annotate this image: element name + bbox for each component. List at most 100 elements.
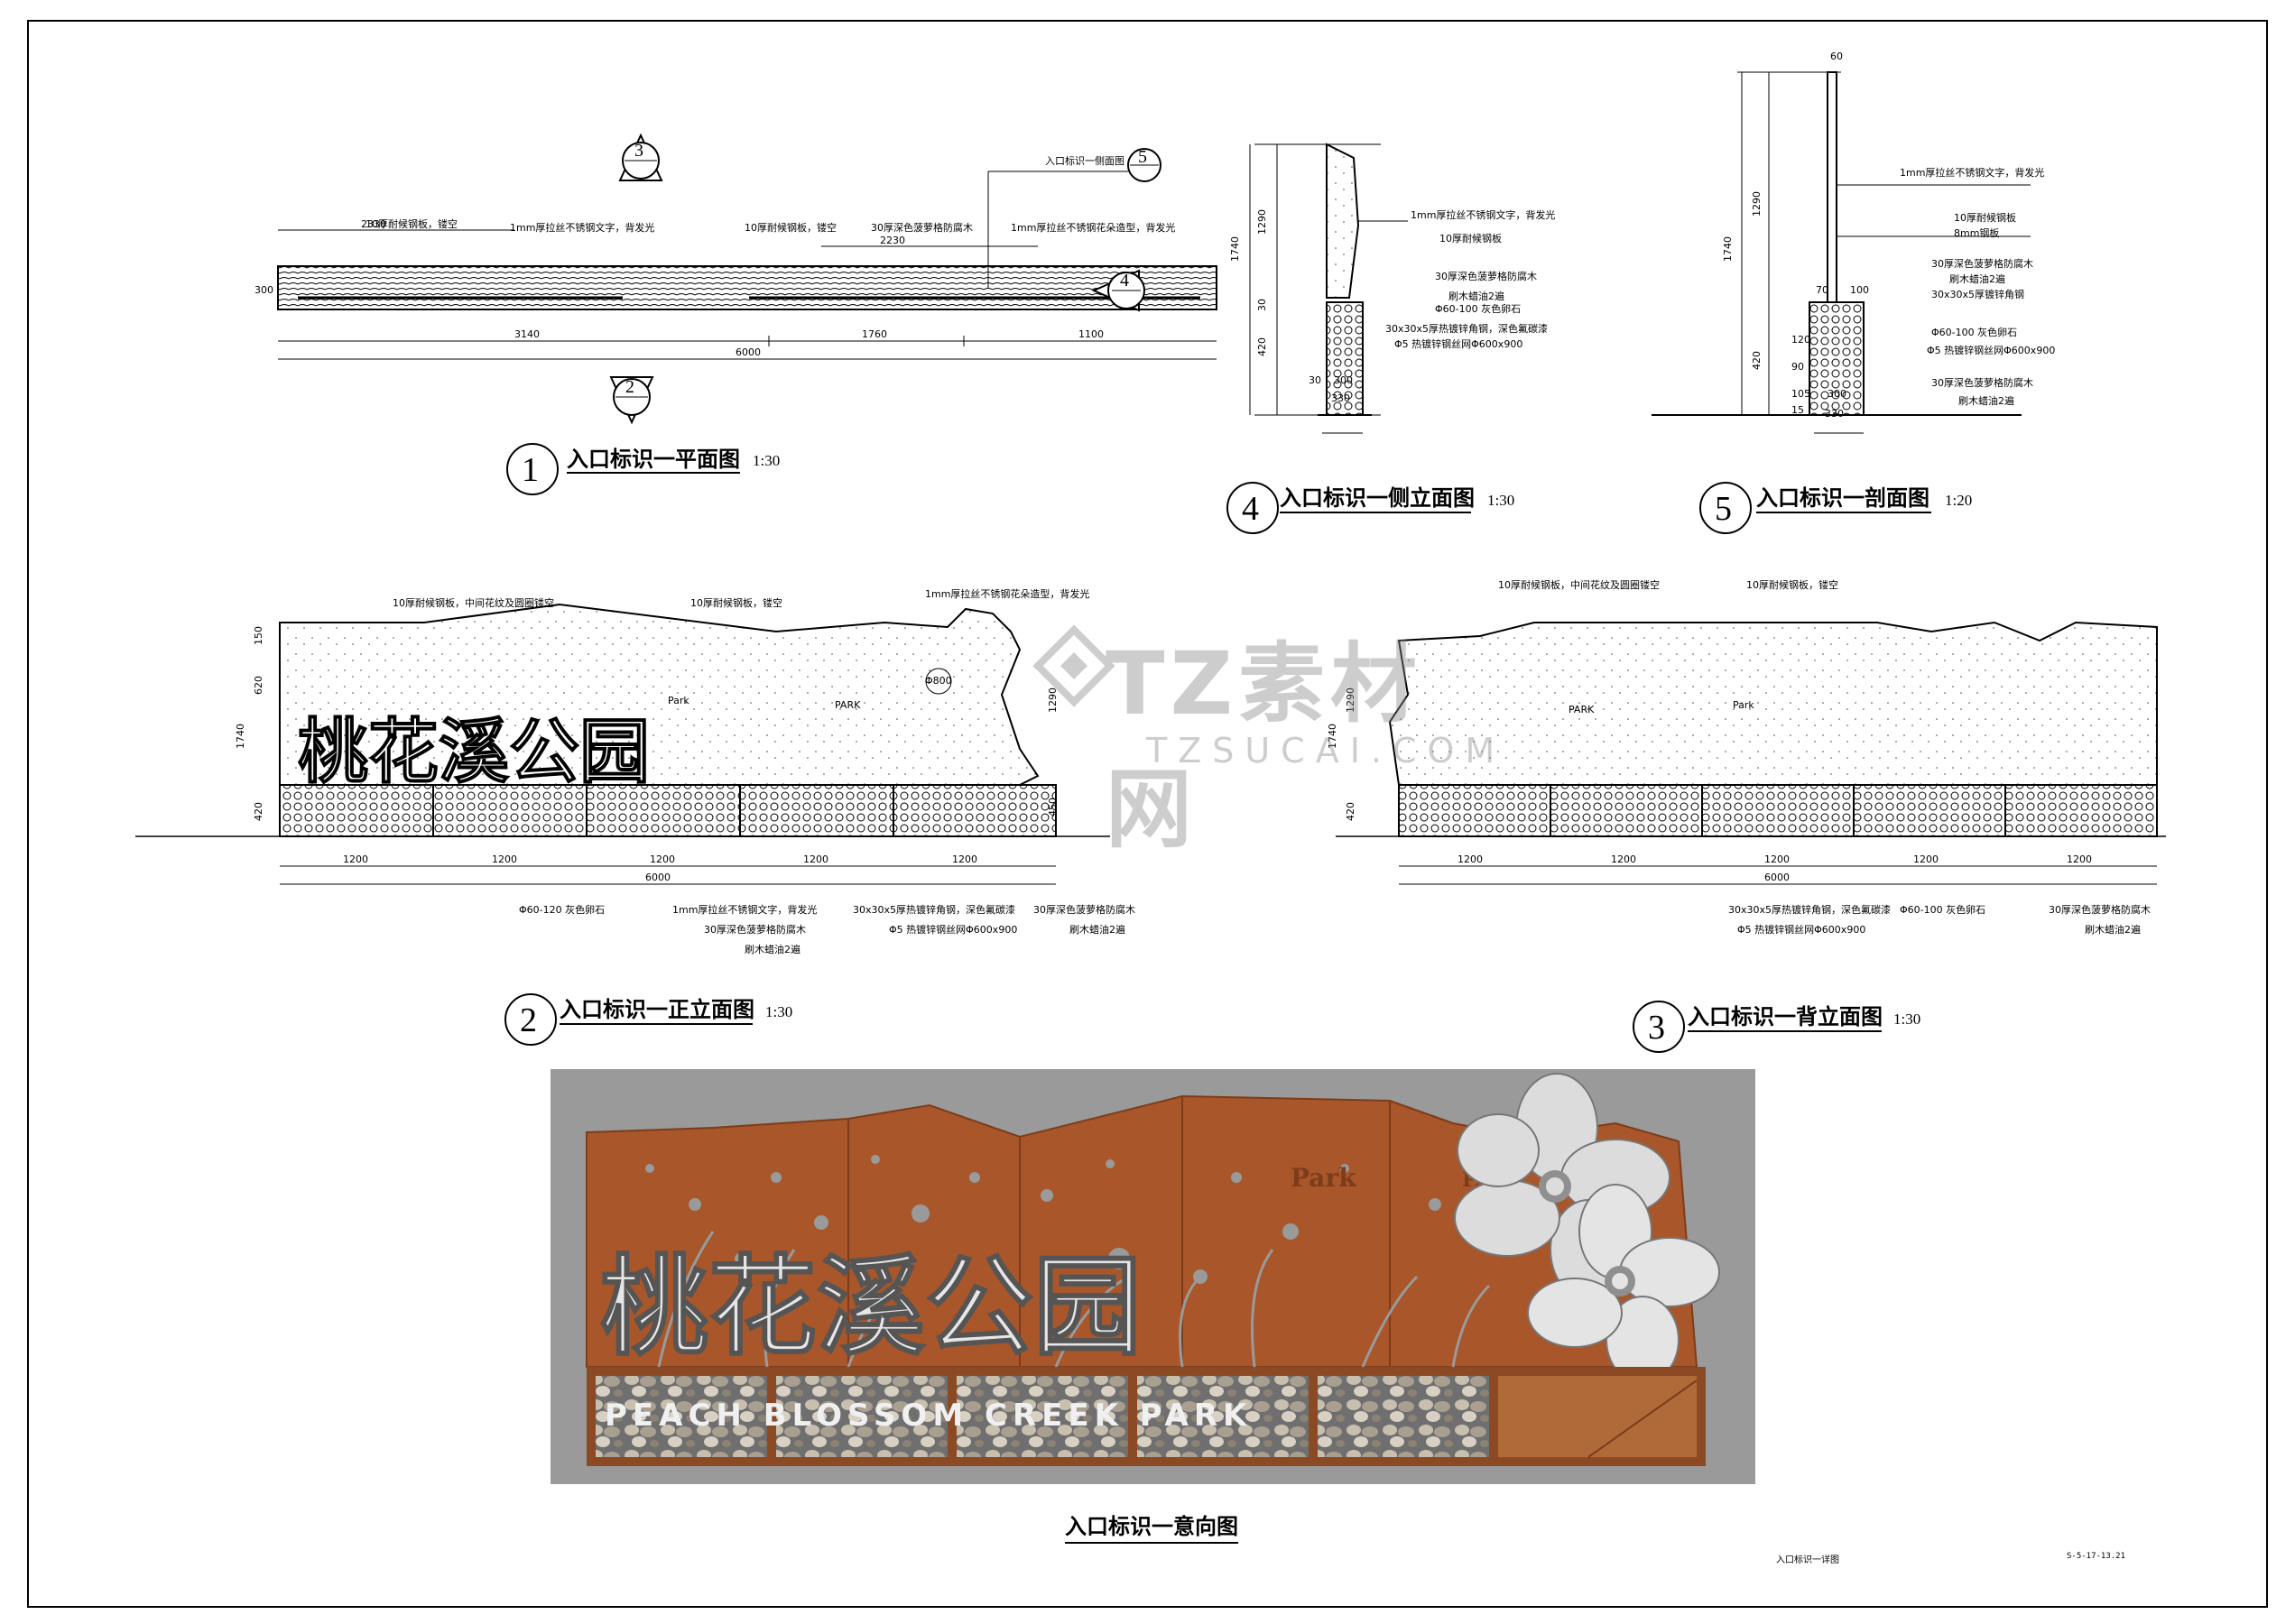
side-title-circle xyxy=(1226,482,1279,534)
svg-text:420: 420 xyxy=(1256,337,1268,356)
front-note-e: 1mm厚拉丝不锈钢文字，背发光 xyxy=(672,903,817,916)
svg-text:450: 450 xyxy=(1047,798,1059,817)
section-note-h: Φ5 热镀锌钢丝网Φ600x900 xyxy=(1927,344,2055,356)
side-title: 入口标识一侧立面图 xyxy=(1280,485,1475,511)
back-title-circle xyxy=(1633,1001,1685,1053)
section-note-d: 30厚深色菠萝格防腐木 xyxy=(1931,257,2033,270)
side-note-e: Φ60-100 灰色卵石 xyxy=(1435,302,1521,315)
render-flower-small xyxy=(1527,1184,1720,1384)
section-note-c: 8mm钢板 xyxy=(1954,226,1999,239)
plan-wall-outline xyxy=(277,265,1217,310)
marker-2-bottom: 2 xyxy=(609,376,654,425)
section-note-a: 1mm厚拉丝不锈钢文字，背发光 xyxy=(1900,166,2044,179)
plan-note-letters: 1mm厚拉丝不锈钢文字，背发光 xyxy=(510,221,654,234)
svg-text:4: 4 xyxy=(1120,271,1129,291)
render-flower-large xyxy=(1454,1073,1670,1300)
side-note-f: 30x30x5厚热镀锌角钢，深色氟碳漆 xyxy=(1385,322,1548,335)
back-note-f: 30厚深色菠萝格防腐木 xyxy=(2049,903,2151,916)
svg-text:6000: 6000 xyxy=(1764,872,1790,883)
back-elevation-view: PARK Park 1200 1200 1200 1200 1200 6000 … xyxy=(1327,578,2166,1053)
front-sign-title: 桃花溪公园 xyxy=(298,712,650,793)
front-note-c: 1mm厚拉丝不锈钢花朵造型，背发光 xyxy=(925,587,1089,600)
svg-text:300: 300 xyxy=(1334,374,1353,386)
plan-note-flower: 1mm厚拉丝不锈钢花朵造型，背发光 xyxy=(1011,221,1175,234)
front-note-j: 30厚深色菠萝格防腐木 xyxy=(1033,903,1135,916)
side-note-b: 10厚耐候钢板 xyxy=(1439,232,1502,245)
front-gabion-base xyxy=(279,784,1057,837)
front-note-b: 10厚耐候钢板，镂空 xyxy=(690,596,782,609)
svg-text:330: 330 xyxy=(1331,392,1350,404)
plan-dim-6000: 6000 xyxy=(736,346,761,358)
back-note-e: Φ60-100 灰色卵石 xyxy=(1900,903,1985,916)
svg-text:1200: 1200 xyxy=(1611,854,1636,865)
svg-text:15: 15 xyxy=(1791,404,1804,416)
watermark: TZ素材网 TZSUCAI.COM xyxy=(1020,595,1495,860)
svg-text:3: 3 xyxy=(1648,1009,1665,1047)
section-note-i: 30厚深色菠萝格防腐木 xyxy=(1931,376,2033,389)
section-scale: 1:20 xyxy=(1945,492,1972,509)
svg-text:1740: 1740 xyxy=(1722,236,1734,262)
back-gabion-base xyxy=(1398,784,2158,837)
svg-text:30: 30 xyxy=(1256,299,1268,311)
side-elevation-view: 1740 1290 30 420 30 300 330 1mm厚拉丝不锈钢文字，… xyxy=(1226,143,1555,534)
front-park-label: Park xyxy=(668,695,689,706)
svg-text:105: 105 xyxy=(1791,388,1810,400)
render-wood-corner xyxy=(1498,1376,1697,1457)
plan-dim-1100: 1100 xyxy=(1078,328,1104,340)
svg-text:1200: 1200 xyxy=(1458,854,1483,865)
render-grass-cutouts xyxy=(657,1231,1491,1368)
plan-scale: 1:30 xyxy=(753,452,780,469)
svg-text:2: 2 xyxy=(625,377,634,397)
plan-dim-3140: 3140 xyxy=(514,328,540,340)
plan-note-wood: 30厚深色菠萝格防腐木 xyxy=(871,221,973,234)
front-note-h: 30x30x5厚热镀锌角钢，深色氟碳漆 xyxy=(853,903,1015,916)
svg-text:90: 90 xyxy=(1791,361,1804,373)
svg-text:2: 2 xyxy=(520,1001,537,1039)
svg-text:420: 420 xyxy=(1345,802,1356,821)
marker-3-top: 3 xyxy=(618,133,663,181)
plan-note-side-ref: 入口标识一侧面图 xyxy=(1045,154,1124,167)
svg-text:5: 5 xyxy=(1138,147,1147,167)
front-note-d: Φ60-120 灰色卵石 xyxy=(519,903,605,916)
back-park-label: Park xyxy=(1733,699,1754,711)
svg-text:1200: 1200 xyxy=(803,854,828,865)
svg-text:30: 30 xyxy=(1309,374,1321,386)
back-park-label-caps: PARK xyxy=(1569,704,1595,715)
svg-text:1200: 1200 xyxy=(952,854,977,865)
render-svg: Park PARK 桃花溪公园 PEACH BLOSSOM CREEK P xyxy=(586,1073,1720,1466)
svg-text:3: 3 xyxy=(634,141,643,161)
back-note-g: 刷木蜡油2遍 xyxy=(2085,923,2141,936)
svg-text:1200: 1200 xyxy=(2067,854,2092,865)
plan-dim-2230: 2230 xyxy=(880,235,905,246)
side-panel xyxy=(1326,143,1360,299)
section-note-b: 10厚耐候钢板 xyxy=(1954,211,2016,224)
svg-text:150: 150 xyxy=(253,626,264,645)
svg-text:70: 70 xyxy=(1816,284,1828,296)
svg-text:1740: 1740 xyxy=(235,724,246,749)
svg-text:420: 420 xyxy=(253,802,264,821)
side-gabion xyxy=(1326,301,1364,416)
plan-dim-2330: 2330 xyxy=(361,218,386,230)
back-title: 入口标识一背立面图 xyxy=(1688,1004,1883,1029)
section-gabion xyxy=(1809,301,1865,416)
svg-text:330: 330 xyxy=(1825,408,1844,420)
svg-text:5: 5 xyxy=(1715,490,1732,528)
plan-note-steel-b: 10厚耐候钢板，镂空 xyxy=(745,221,837,234)
svg-text:1200: 1200 xyxy=(1913,854,1939,865)
front-note-i: Φ5 热镀锌钢丝网Φ600x900 xyxy=(889,923,1017,936)
side-note-g: Φ5 热镀锌钢丝网Φ600x900 xyxy=(1394,337,1522,350)
plan-dim-300: 300 xyxy=(254,284,273,296)
side-note-d: 刷木蜡油2遍 xyxy=(1448,290,1504,302)
sheet-number: S-5-17-13.21 xyxy=(2067,1552,2126,1561)
render-image: Park PARK 桃花溪公园 PEACH BLOSSOM CREEK P xyxy=(551,1069,1755,1484)
svg-text:1200: 1200 xyxy=(1764,854,1790,865)
svg-text:1290: 1290 xyxy=(1345,687,1356,713)
watermark-logo-icon xyxy=(1032,624,1115,707)
plan-view: 2330 2230 300 3140 1760 1100 6000 10厚耐候钢… xyxy=(254,133,1217,495)
back-panel-outline xyxy=(1388,621,2158,786)
svg-text:4: 4 xyxy=(1242,490,1259,528)
front-panel-outline xyxy=(279,603,1040,786)
back-note-a: 10厚耐候钢板，中间花纹及圆圈镂空 xyxy=(1498,578,1660,591)
side-scale: 1:30 xyxy=(1487,492,1514,509)
